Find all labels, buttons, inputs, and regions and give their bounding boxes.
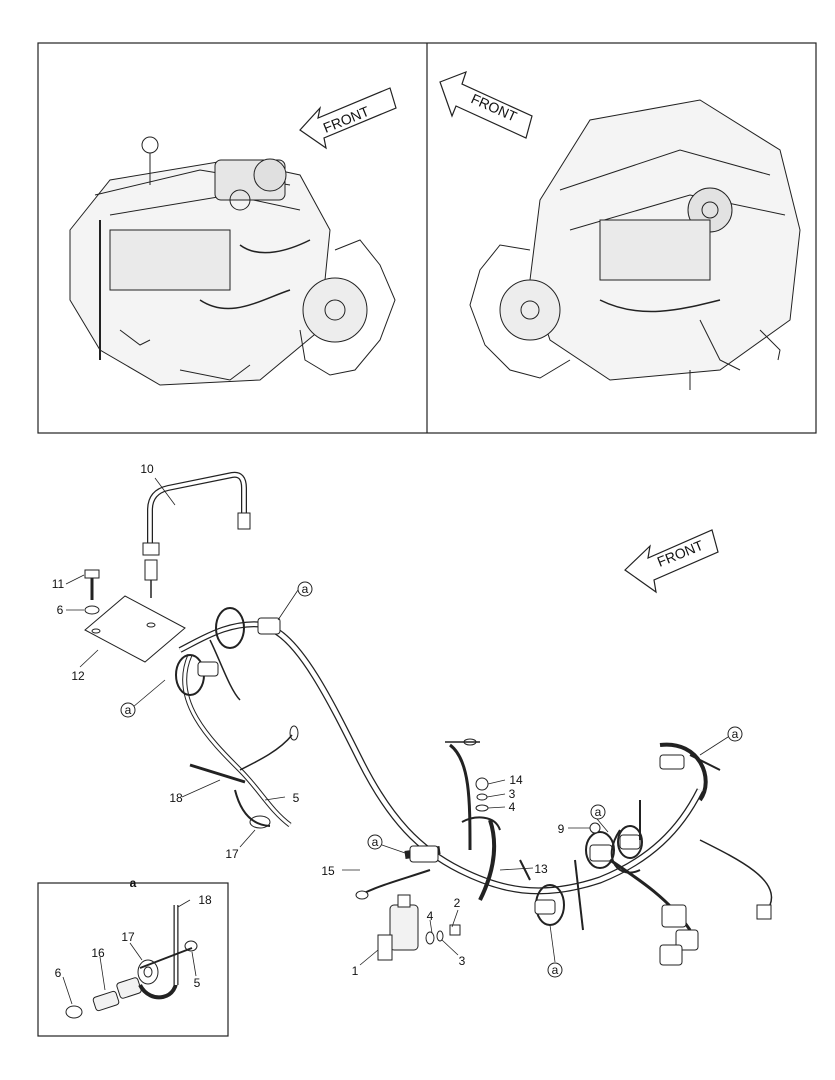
detail-label-17: 17 xyxy=(121,930,135,944)
detail-label-18: 18 xyxy=(198,893,212,907)
callout-a-3: a xyxy=(367,834,383,850)
front-arrow-right: FRONT xyxy=(439,70,533,139)
part-label-3b: 3 xyxy=(459,954,466,968)
leader-lines xyxy=(65,477,729,966)
callout-a-4: a xyxy=(727,726,743,742)
part-label-2: 2 xyxy=(454,896,461,910)
part-label-3: 3 xyxy=(509,787,516,801)
detail-label-16: 16 xyxy=(91,946,105,960)
part-label-5: 5 xyxy=(293,791,300,805)
callout-a-label: a xyxy=(302,582,309,596)
detail-view-title: a xyxy=(130,876,137,890)
engine-view-left xyxy=(69,136,396,386)
callout-a-label: a xyxy=(552,963,559,977)
part-label-4: 4 xyxy=(509,800,516,814)
callout-a-6: a xyxy=(547,962,563,978)
part-label-13: 13 xyxy=(534,862,548,876)
front-arrow-left: FRONT xyxy=(299,87,397,150)
callout-a-label: a xyxy=(732,727,739,741)
callout-a-label: a xyxy=(595,805,602,819)
part-label-14: 14 xyxy=(509,773,523,787)
detail-label-5: 5 xyxy=(194,976,201,990)
part-label-11: 11 xyxy=(52,577,65,591)
part-label-18: 18 xyxy=(169,791,183,805)
callout-a-2: a xyxy=(120,702,136,718)
detail-label-6: 6 xyxy=(55,966,62,980)
part-label-15: 15 xyxy=(321,864,335,878)
engine-overview-panel xyxy=(37,42,817,434)
front-arrow-main: FRONT xyxy=(624,529,719,594)
callout-a-1: a xyxy=(297,581,313,597)
part-label-9: 9 xyxy=(558,822,565,836)
part-label-12: 12 xyxy=(71,669,85,683)
part-label-4b: 4 xyxy=(427,909,434,923)
detail-view-a: a xyxy=(37,876,229,1037)
part-number-labels: 10 11 6 12 18 5 17 15 1 4 2 3 13 14 3 4 … xyxy=(52,462,565,990)
part-label-1: 1 xyxy=(352,964,359,978)
engine-view-right xyxy=(469,99,801,390)
part-label-6: 6 xyxy=(57,603,64,617)
part-label-10: 10 xyxy=(140,462,154,476)
harness-exploded-view xyxy=(84,471,773,966)
callout-a-label: a xyxy=(372,835,379,849)
callout-a-5: a xyxy=(590,804,606,820)
part-label-17: 17 xyxy=(225,847,239,861)
callout-a-label: a xyxy=(125,703,132,717)
